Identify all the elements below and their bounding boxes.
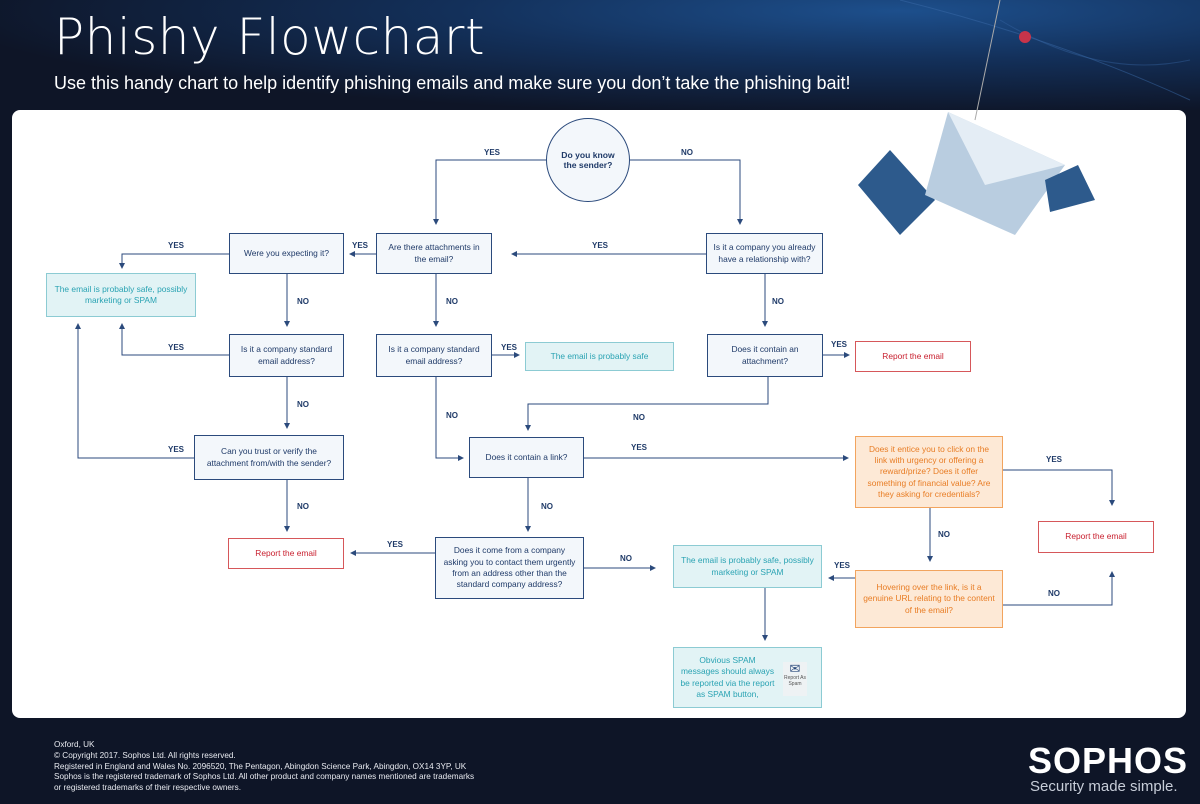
trust-attachment-node: Can you trust or verify the attachment f…	[194, 435, 344, 480]
report-node: Report the email	[228, 538, 344, 569]
connector	[1003, 469, 1115, 506]
report-spam-button-icon: ✉Report As Spam	[783, 661, 807, 696]
footer-line: Registered in England and Wales No. 2096…	[54, 761, 467, 771]
edge-label: NO	[297, 400, 309, 409]
page-title: Phishy Flowchart	[54, 8, 486, 66]
entice-node: Does it entice you to click on the link …	[855, 436, 1003, 508]
report-node: Report the email	[1038, 521, 1154, 553]
attachments-node: Are there attachments in the email?	[376, 233, 492, 274]
contain-attachment-node: Does it contain an attachment?	[707, 334, 823, 377]
edge-label: NO	[297, 502, 309, 511]
connector	[1003, 571, 1115, 606]
connector	[119, 323, 229, 356]
hovering-node: Hovering over the link, is it a genuine …	[855, 570, 1003, 628]
expecting-node: Were you expecting it?	[229, 233, 344, 274]
safe-node: The email is probably safe	[525, 342, 674, 371]
edge-label: YES	[834, 561, 851, 570]
connector	[75, 323, 194, 459]
footer-line: Sophos is the registered trademark of So…	[54, 772, 475, 782]
footer-legal: Oxford, UK © Copyright 2017. Sophos Ltd.…	[54, 740, 474, 794]
edge-label: YES	[352, 241, 369, 250]
brand-tagline: Security made simple.	[1030, 778, 1178, 795]
safe-marketing-node: The email is probably safe, possibly mar…	[673, 545, 822, 588]
std-email-node: Is it a company standard email address?	[376, 334, 492, 377]
edge-label: NO	[541, 502, 553, 511]
connector	[435, 377, 464, 461]
edge-label: NO	[297, 297, 309, 306]
edge-label: NO	[772, 297, 784, 306]
edge-label: YES	[1046, 455, 1063, 464]
edge-label: YES	[501, 343, 518, 352]
report-node: Report the email	[855, 341, 971, 372]
start-node: Do you know the sender?	[546, 118, 630, 202]
relationship-node: Is it a company you already have a relat…	[706, 233, 823, 274]
edge-label: NO	[633, 413, 645, 422]
footer-line: or registered trademarks of their respec…	[54, 783, 242, 793]
sophos-logo: SOPHOS	[1028, 740, 1189, 781]
edge-label: YES	[168, 343, 185, 352]
edge-label: NO	[681, 148, 693, 157]
edge-label: NO	[446, 411, 458, 420]
edge-label: YES	[831, 340, 848, 349]
connector	[525, 377, 769, 431]
edge-label: NO	[938, 530, 950, 539]
edge-label: YES	[631, 443, 648, 452]
page-subtitle: Use this handy chart to help identify ph…	[54, 73, 851, 93]
safe-marketing-node: The email is probably safe, possibly mar…	[46, 273, 196, 317]
connector	[433, 159, 546, 225]
footer-line: © Copyright 2017. Sophos Ltd. All rights…	[54, 750, 236, 760]
header-banner: Phishy Flowchart Use this handy chart to…	[0, 0, 1200, 110]
connector	[630, 159, 743, 225]
edge-label: NO	[1048, 589, 1060, 598]
contact-urgently-node: Does it come from a company asking you t…	[435, 537, 584, 599]
edge-label: YES	[168, 241, 185, 250]
edge-label: YES	[484, 148, 501, 157]
edge-label: NO	[620, 554, 632, 563]
envelope-illustration	[858, 0, 1191, 235]
edge-label: YES	[387, 540, 404, 549]
edge-label: YES	[168, 445, 185, 454]
std-email-node: Is it a company standard email address?	[229, 334, 344, 377]
contain-link-node: Does it contain a link?	[469, 437, 584, 478]
footer-line: Oxford, UK	[54, 740, 95, 749]
edge-label: YES	[592, 241, 609, 250]
report-spam-label: Report As Spam	[784, 675, 806, 687]
connector	[119, 253, 229, 269]
edge-label: NO	[446, 297, 458, 306]
